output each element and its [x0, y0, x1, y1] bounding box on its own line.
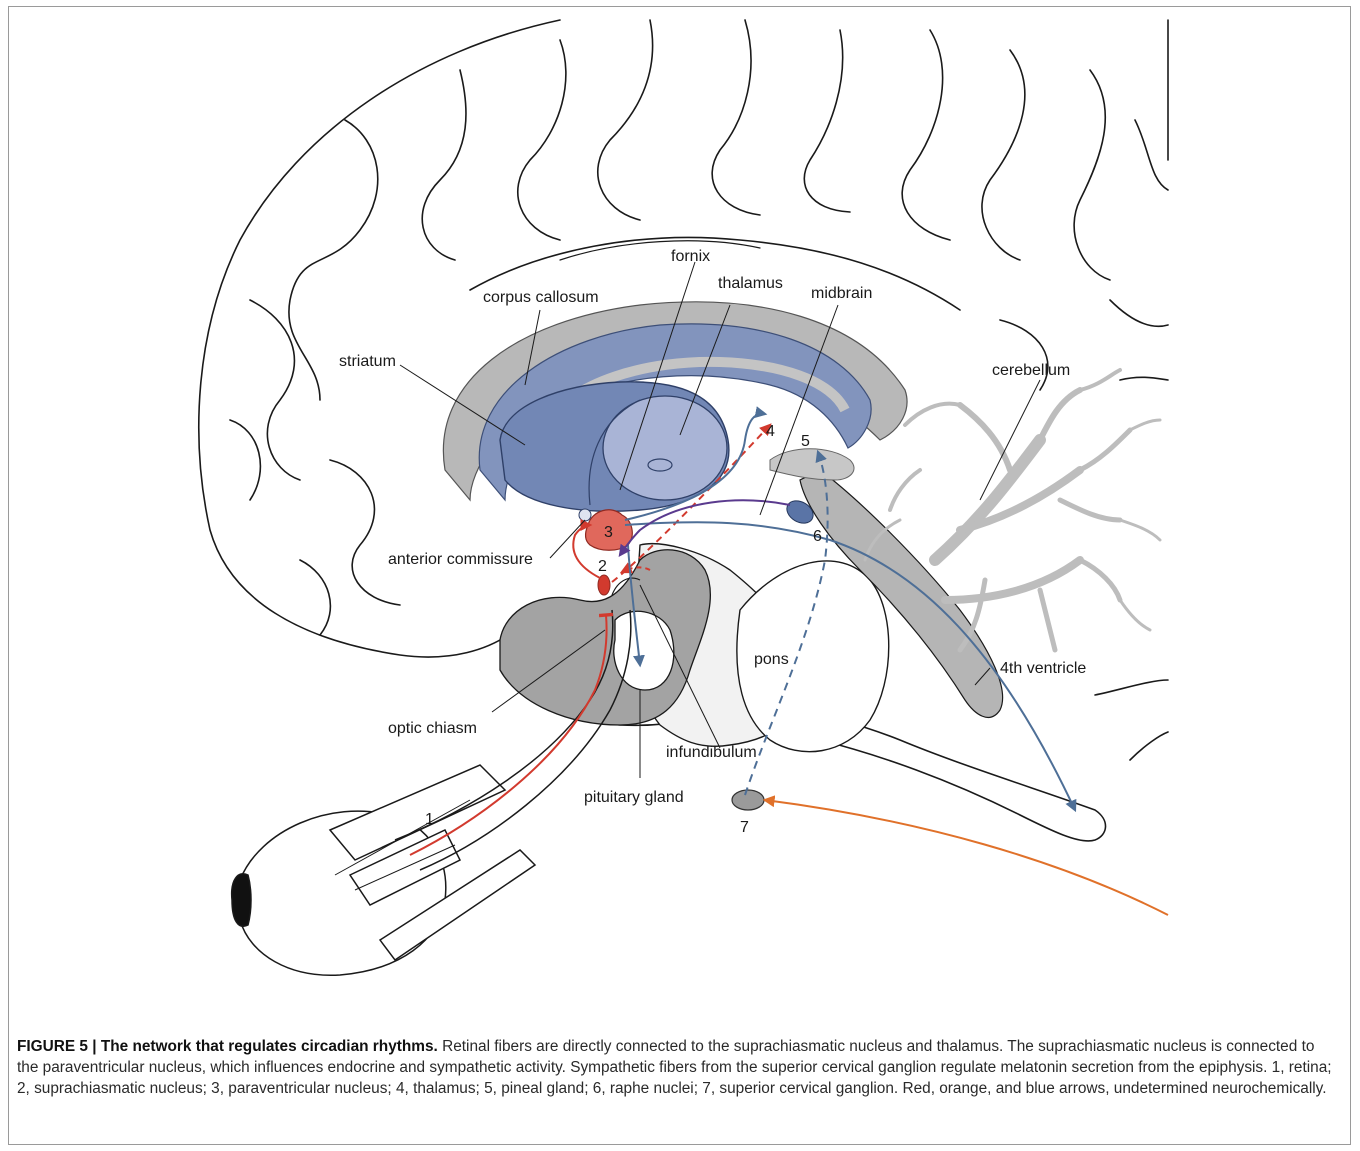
brain-diagram: fornix corpus callosum thalamus midbrain… — [0, 0, 1360, 1030]
label-thalamus: thalamus — [718, 275, 783, 292]
marker-6: 6 — [813, 528, 822, 545]
label-striatum: striatum — [339, 353, 396, 370]
caption-title: FIGURE 5 | The network that regulates ci… — [17, 1038, 438, 1055]
label-cerebellum: cerebellum — [992, 362, 1070, 379]
marker-2: 2 — [598, 558, 607, 575]
label-midbrain: midbrain — [811, 285, 872, 302]
orange-pathway — [765, 800, 1168, 915]
marker-4: 4 — [766, 423, 775, 440]
superior-cervical-ganglion — [732, 790, 764, 810]
figure-caption: FIGURE 5 | The network that regulates ci… — [17, 1036, 1337, 1099]
label-infundibulum: infundibulum — [666, 744, 757, 761]
label-4th-ventricle: 4th ventricle — [1000, 660, 1086, 677]
marker-3: 3 — [604, 524, 613, 541]
label-fornix: fornix — [671, 248, 710, 265]
label-anterior-commissure: anterior commissure — [388, 551, 533, 568]
marker-1: 1 — [425, 811, 434, 828]
label-corpus-callosum: corpus callosum — [483, 289, 599, 306]
marker-5: 5 — [801, 433, 810, 450]
marker-7: 7 — [740, 819, 749, 836]
label-pons: pons — [754, 651, 789, 668]
label-optic-chiasm: optic chiasm — [388, 720, 477, 737]
label-pituitary-gland: pituitary gland — [584, 789, 684, 806]
